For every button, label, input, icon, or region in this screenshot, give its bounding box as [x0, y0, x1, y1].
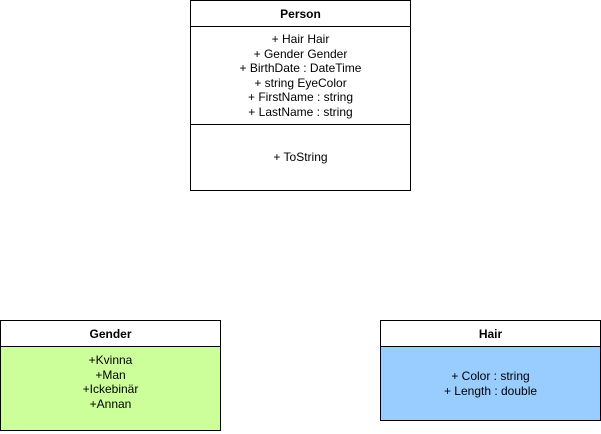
enum-value: +Kvinna: [88, 353, 133, 367]
hair-class[interactable]: Hair + Color : string + Length : double: [380, 320, 601, 421]
enum-value: +Annan: [89, 396, 132, 411]
attribute: + BirthDate : DateTime: [239, 61, 362, 75]
attributes-section: + Hair Hair + Gender Gender + BirthDate …: [191, 27, 410, 125]
enum-values-section: +Kvinna +Man +Ickebinär +Annan: [1, 347, 220, 430]
attribute: + Gender Gender: [253, 46, 348, 61]
attribute: + Color : string: [451, 369, 530, 383]
operations-section: + ToString: [191, 125, 410, 190]
attributes-section: + Color : string + Length : double: [381, 347, 600, 420]
attribute: + LastName : string: [248, 104, 353, 119]
class-title: Gender: [1, 321, 220, 347]
operation: + ToString: [273, 150, 328, 165]
attribute: + FirstName : string: [247, 90, 354, 104]
attribute: + Length : double: [443, 383, 538, 398]
enum-value: +Man: [95, 367, 126, 382]
class-title: Hair: [381, 321, 600, 347]
attribute: + string EyeColor: [254, 75, 347, 90]
gender-class[interactable]: Gender +Kvinna +Man +Ickebinär +Annan: [0, 320, 221, 431]
enum-value: +Ickebinär: [82, 382, 139, 396]
attribute: + Hair Hair: [271, 32, 330, 46]
person-class[interactable]: Person + Hair Hair + Gender Gender + Bir…: [190, 0, 411, 191]
class-title: Person: [191, 1, 410, 27]
